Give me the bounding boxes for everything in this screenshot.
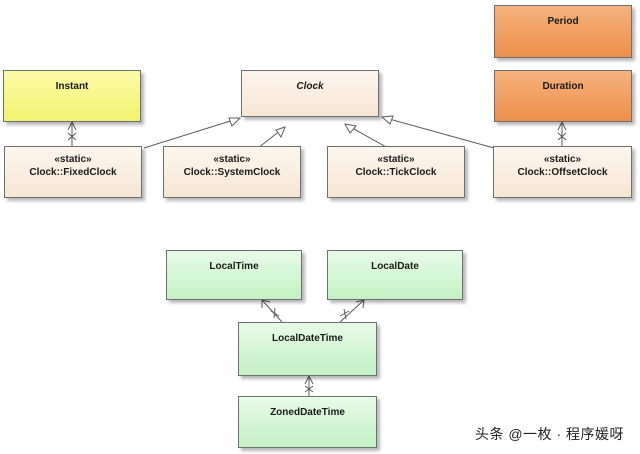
localdate-class-box[interactable]: LocalDate [327,250,463,300]
instant-class-name: Instant [55,81,89,92]
tickclock-stereotype: «static» [377,154,415,165]
fixedclock-class-name: Clock::FixedClock [29,167,117,178]
offsetclock-duration-arrow [557,120,567,131]
zdt-ldt-arrow [304,374,314,385]
offsetclock-extends-line [381,116,495,149]
localdatetime-class-name: LocalDateTime [272,333,343,344]
localdate-class-name: LocalDate [371,261,419,272]
fixedclock-instant-arrow [67,120,77,131]
period-class-box[interactable]: Period [494,5,632,58]
zoneddatetime-class-name: ZonedDateTime [270,407,345,418]
clock-class-name: Clock [296,81,324,92]
tickclock-class-box[interactable]: «static» Clock::TickClock [327,146,465,198]
offsetclock-arrowhead [380,115,394,125]
watermark-text: 头条 @一枚 · 程序媛呀 [474,426,624,442]
duration-class-box[interactable]: Duration [494,70,632,122]
period-class-name: Period [547,16,579,27]
ldt-localtime-line [261,299,283,323]
fixedclock-class-box[interactable]: «static» Clock::FixedClock [4,146,142,198]
systemclock-arrowhead [275,126,286,139]
localdatetime-class-box[interactable]: LocalDateTime [238,322,377,376]
ldt-localtime-arrow [261,299,271,308]
ldt-localdate-line [339,299,365,323]
fixedclock-extends-line [143,117,241,149]
fixedclock-arrowhead [228,117,242,127]
clock-class-box[interactable]: Clock [241,70,379,117]
fixedclock-stereotype: «static» [54,154,92,165]
offsetclock-class-name: Clock::OffsetClock [517,167,608,178]
zoneddatetime-class-box[interactable]: ZonedDateTime [238,396,377,448]
ldt-localdate-arrow [355,299,365,309]
instant-class-box[interactable]: Instant [3,70,141,122]
systemclock-class-name: Clock::SystemClock [183,167,281,178]
localtime-class-name: LocalTime [209,261,259,272]
tickclock-arrowhead [344,123,357,134]
systemclock-class-box[interactable]: «static» Clock::SystemClock [163,146,301,198]
tickclock-class-name: Clock::TickClock [355,167,437,178]
duration-class-name: Duration [542,81,584,92]
localtime-class-box[interactable]: LocalTime [166,250,302,300]
offsetclock-stereotype: «static» [543,154,582,165]
offsetclock-class-box[interactable]: «static» Clock::OffsetClock [493,146,632,198]
systemclock-stereotype: «static» [213,154,251,165]
